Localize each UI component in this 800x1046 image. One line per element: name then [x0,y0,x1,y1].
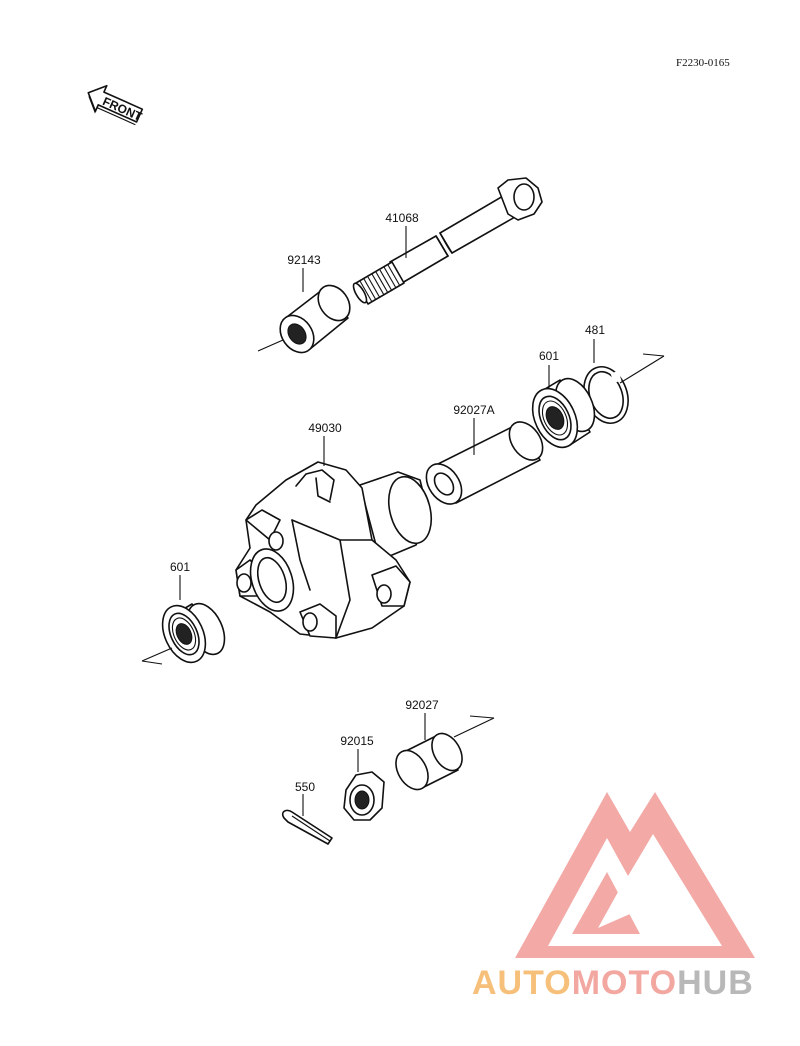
part-number-circlip: 481 [585,323,605,337]
hub-part [235,461,433,639]
part-number-cotter-pin: 550 [295,780,315,794]
bearing-right-part [531,377,596,449]
front-arrow-icon: FRONT [87,84,145,126]
front-label: FRONT [101,94,145,124]
watermark-hub: HUB [677,964,754,1002]
automotohub-logo-icon [515,792,755,958]
cotter-pin-part [281,809,333,845]
nut-part [343,771,385,821]
spacer-part [425,421,544,505]
axle-part [352,177,543,305]
part-number-nut: 92015 [340,734,374,748]
figure-code: F2230-0165 [676,57,730,69]
part-number-bearing-left: 601 [170,560,190,574]
watermark-text: AUTOMOTOHUB [472,964,754,1002]
part-number-spacer: 92027A [453,403,494,417]
watermark-moto: MOTO [572,964,677,1002]
part-number-hub: 49030 [308,421,342,435]
watermark-auto: AUTO [472,964,572,1002]
part-number-axle: 41068 [385,211,419,225]
collar-left-part [257,284,351,354]
part-number-bearing-right: 601 [539,349,559,363]
part-number-collar-left: 92143 [287,253,321,267]
part-number-collar-right: 92027 [405,698,439,712]
bearing-left-part [141,602,226,665]
collar-right-part [395,715,495,791]
